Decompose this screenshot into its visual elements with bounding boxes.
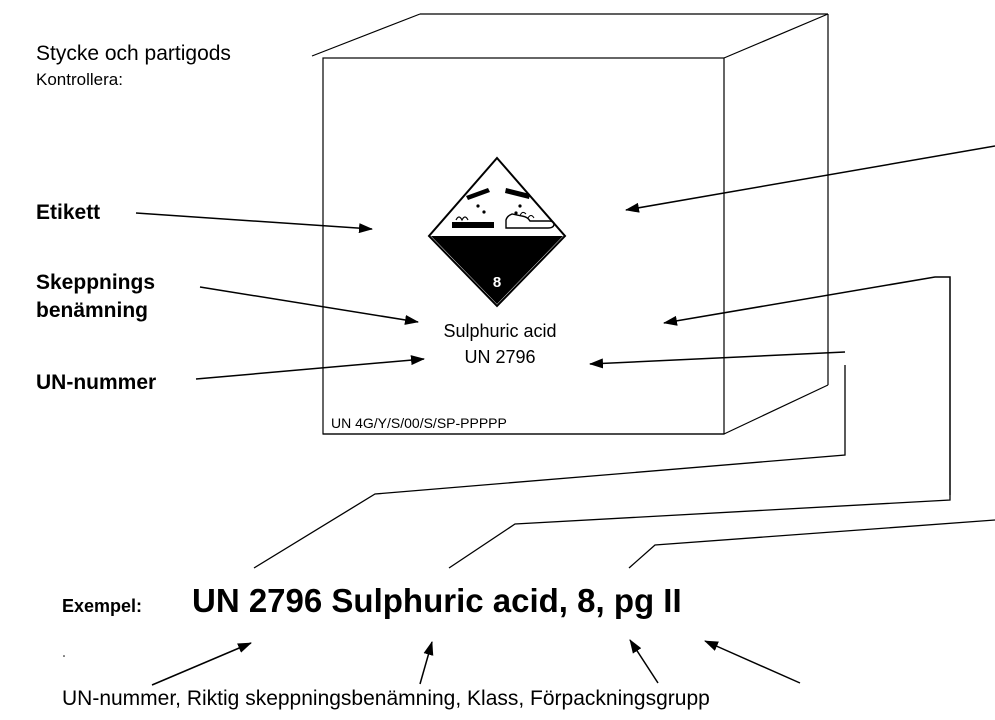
box-edge <box>723 13 829 59</box>
label-etikett: Etikett <box>36 201 101 224</box>
arrow-etikett <box>135 212 373 234</box>
legend-text: UN-nummer, Riktig skeppningsbenämning, K… <box>62 687 710 710</box>
hazard-label-corrosive-icon: 8 <box>427 156 567 308</box>
box-edge <box>723 384 829 435</box>
package-code: UN 4G/Y/S/00/S/SP-PPPPP <box>331 415 507 431</box>
example-text: UN 2796 Sulphuric acid, 8, pg II <box>192 582 682 619</box>
page-subtitle: Kontrollera: <box>36 70 123 89</box>
arrow-to-shipping-name <box>663 276 951 495</box>
arrow-skeppnings <box>199 286 419 325</box>
box-edge <box>311 13 421 57</box>
package-shipping-name: Sulphuric acid <box>443 321 557 341</box>
label-skeppnings-line1: Skeppnings <box>36 271 156 294</box>
connector-un <box>253 365 846 569</box>
package-box <box>311 13 829 435</box>
stray-dot <box>63 655 65 657</box>
arrow-to-label <box>625 145 995 213</box>
page-title: Stycke och partigods <box>36 42 231 65</box>
label-un-nummer: UN-nummer <box>36 371 157 394</box>
arrow-to-un-number <box>589 351 846 369</box>
arrow-legend-class <box>629 639 659 684</box>
package-un-number: UN 2796 <box>464 347 536 367</box>
hazard-class-number: 8 <box>493 274 501 291</box>
connector-class <box>628 519 995 569</box>
connector-name <box>448 495 951 569</box>
arrow-legend-pg <box>704 640 801 684</box>
example-prefix: Exempel: <box>62 596 143 616</box>
arrow-legend-name <box>419 641 434 685</box>
arrow-legend-un <box>151 642 252 686</box>
arrow-un-nummer <box>195 355 425 380</box>
label-skeppnings-line2: benämning <box>36 299 149 322</box>
